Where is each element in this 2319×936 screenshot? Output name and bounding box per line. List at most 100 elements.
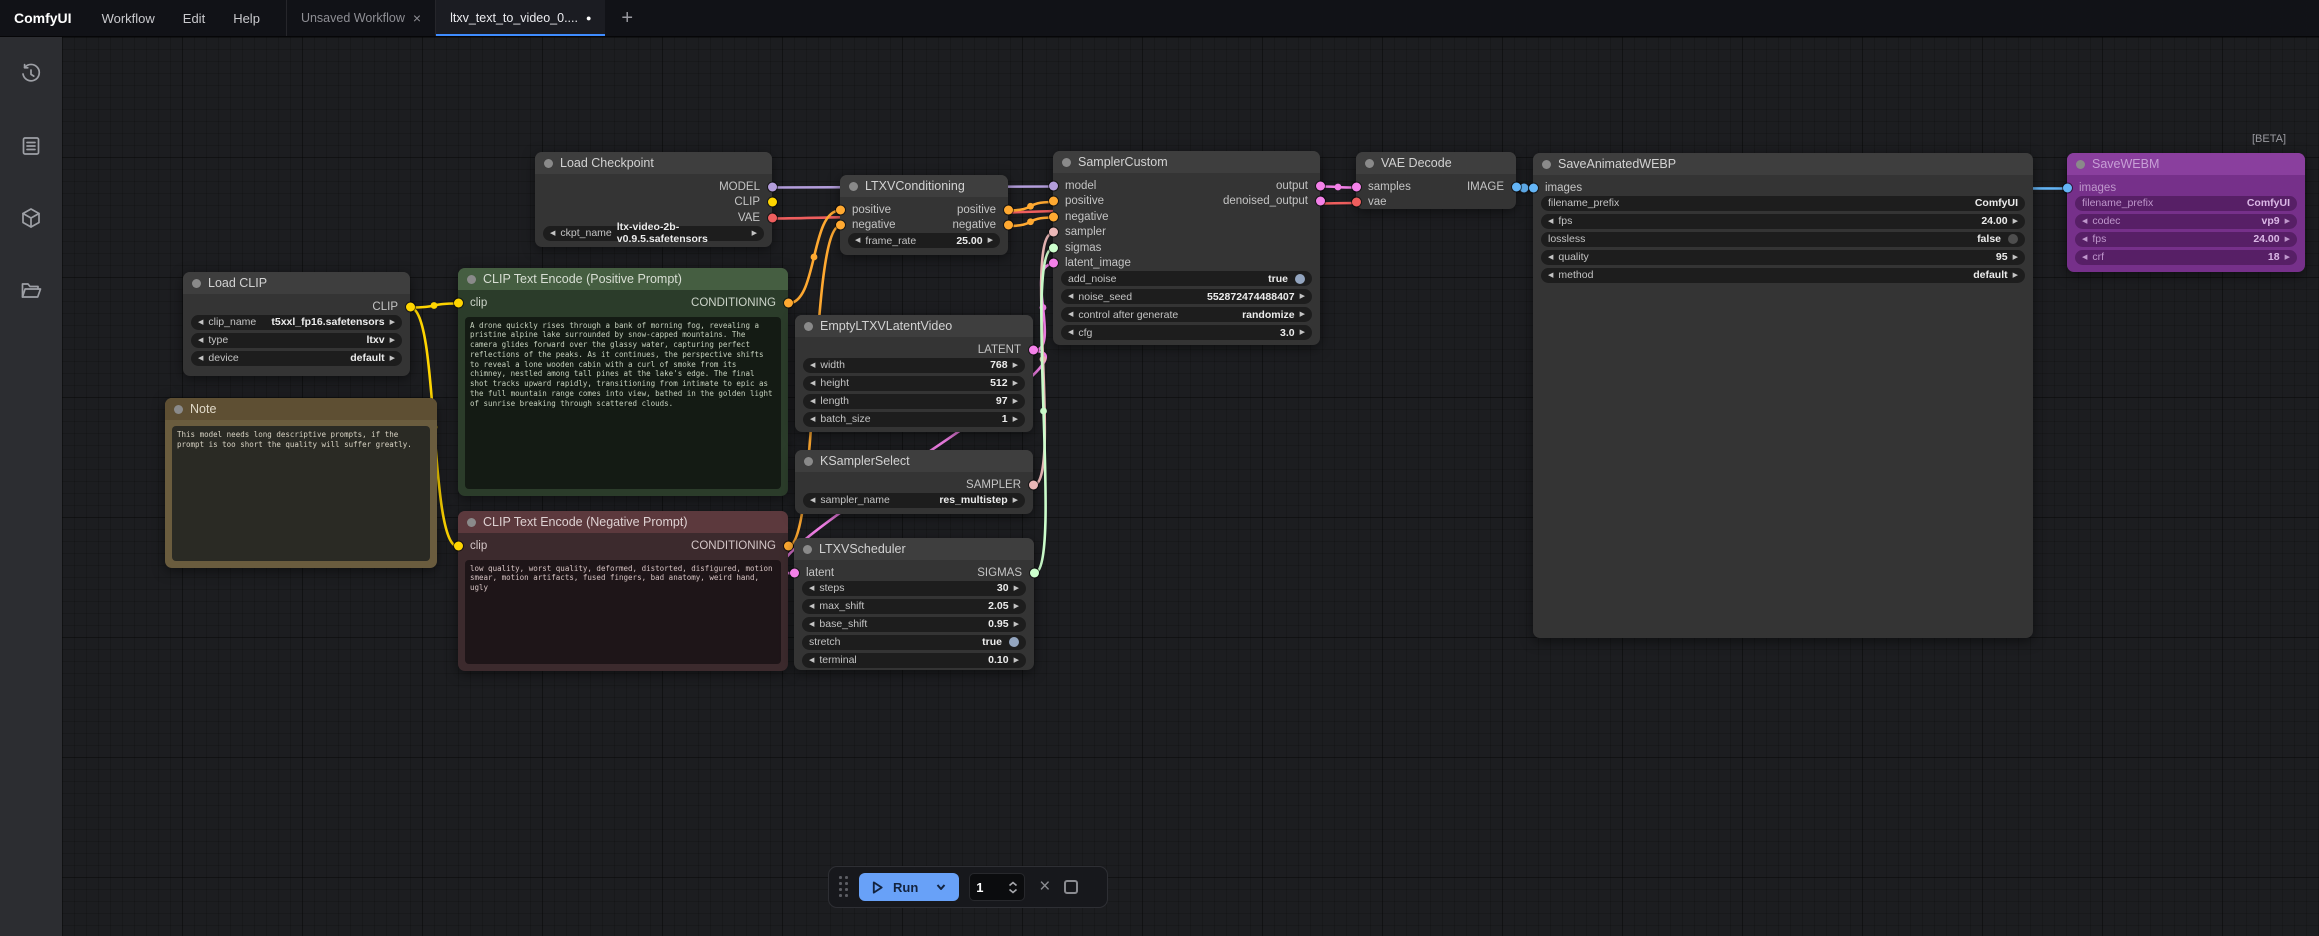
text-area[interactable]: This model needs long descriptive prompt…	[172, 426, 430, 561]
input-port-negative[interactable]	[835, 220, 845, 230]
decrement-arrow-icon[interactable]: ◀	[809, 620, 815, 628]
output-port-LATENT[interactable]	[1028, 345, 1038, 355]
decrement-arrow-icon[interactable]: ◀	[810, 379, 816, 387]
increment-arrow-icon[interactable]: ▶	[1299, 293, 1305, 300]
text-area[interactable]: low quality, worst quality, deformed, di…	[465, 559, 781, 664]
tab-ltxv-text-to-video[interactable]: ltxv_text_to_video_0.... ●	[436, 0, 606, 36]
collapse-dot[interactable]	[192, 278, 201, 288]
output-port-CONDITIONING[interactable]	[783, 298, 793, 308]
decrement-arrow-icon[interactable]: ◀	[1548, 253, 1554, 261]
run-button[interactable]: Run	[859, 873, 960, 901]
decrement-arrow-icon[interactable]: ◀	[198, 336, 204, 344]
increment-arrow-icon[interactable]: ▶	[2012, 253, 2018, 261]
input-port-sampler[interactable]	[1048, 227, 1058, 237]
input-port-clip[interactable]	[453, 298, 463, 308]
input-port-model[interactable]	[1048, 181, 1058, 191]
increment-arrow-icon[interactable]: ▶	[1013, 620, 1019, 628]
close-tab-icon[interactable]: ×	[412, 10, 422, 26]
sidebar-item-queue-history[interactable]	[16, 59, 46, 89]
batch-count-stepper[interactable]	[1008, 880, 1018, 894]
decrement-arrow-icon[interactable]: ◀	[810, 415, 816, 423]
output-port-IMAGE[interactable]	[1511, 182, 1521, 192]
sidebar-item-workflows[interactable]	[16, 275, 46, 305]
new-tab-button[interactable]: +	[621, 6, 634, 29]
decrement-arrow-icon[interactable]: ◀	[855, 237, 861, 244]
decrement-arrow-icon[interactable]: ◀	[810, 361, 816, 369]
input-port-latent[interactable]	[789, 568, 799, 578]
output-port-denoised_output[interactable]	[1315, 196, 1325, 206]
decrement-arrow-icon[interactable]: ◀	[198, 318, 204, 326]
input-port-positive[interactable]	[1048, 196, 1058, 206]
cancel-run-button[interactable]: ×	[1039, 876, 1051, 897]
increment-arrow-icon[interactable]: ▶	[389, 354, 395, 362]
increment-arrow-icon[interactable]: ▶	[1012, 496, 1018, 504]
toggle-knob[interactable]	[1295, 273, 1305, 284]
toggle-knob[interactable]	[2008, 234, 2018, 244]
decrement-arrow-icon[interactable]: ◀	[1068, 293, 1074, 300]
increment-arrow-icon[interactable]: ▶	[2284, 217, 2290, 225]
increment-arrow-icon[interactable]: ▶	[751, 229, 757, 237]
decrement-arrow-icon[interactable]: ◀	[198, 354, 204, 362]
menu-help[interactable]: Help	[233, 10, 260, 26]
decrement-arrow-icon[interactable]: ◀	[1068, 329, 1074, 336]
sidebar-item-model-library[interactable]	[16, 203, 46, 233]
drag-handle-icon[interactable]	[839, 876, 849, 898]
collapse-dot[interactable]	[804, 321, 813, 331]
sidebar-item-node-library[interactable]	[16, 131, 46, 161]
output-port-SAMPLER[interactable]	[1028, 480, 1038, 490]
collapse-dot[interactable]	[467, 274, 476, 284]
increment-arrow-icon[interactable]: ▶	[389, 318, 395, 326]
output-port-output[interactable]	[1315, 181, 1325, 191]
output-port-positive[interactable]	[1003, 205, 1013, 215]
increment-arrow-icon[interactable]: ▶	[389, 336, 395, 344]
input-port-sigmas[interactable]	[1048, 243, 1058, 253]
increment-arrow-icon[interactable]: ▶	[1012, 361, 1018, 369]
tab-unsaved-workflow[interactable]: Unsaved Workflow ×	[285, 0, 437, 36]
decrement-arrow-icon[interactable]: ◀	[1548, 217, 1554, 225]
collapse-dot[interactable]	[2076, 159, 2085, 169]
increment-arrow-icon[interactable]: ▶	[1299, 311, 1305, 318]
collapse-dot[interactable]	[174, 404, 183, 414]
input-port-images[interactable]	[1528, 183, 1538, 193]
menu-edit[interactable]: Edit	[182, 10, 206, 26]
decrement-arrow-icon[interactable]: ◀	[810, 397, 816, 405]
increment-arrow-icon[interactable]: ▶	[1013, 602, 1019, 610]
input-port-latent_image[interactable]	[1048, 258, 1058, 268]
increment-arrow-icon[interactable]: ▶	[1013, 656, 1019, 664]
increment-arrow-icon[interactable]: ▶	[987, 237, 993, 244]
output-port-negative[interactable]	[1003, 220, 1013, 230]
input-port-samples[interactable]	[1351, 182, 1361, 192]
output-port-CLIP[interactable]	[405, 302, 415, 312]
output-port-MODEL[interactable]	[767, 182, 777, 192]
